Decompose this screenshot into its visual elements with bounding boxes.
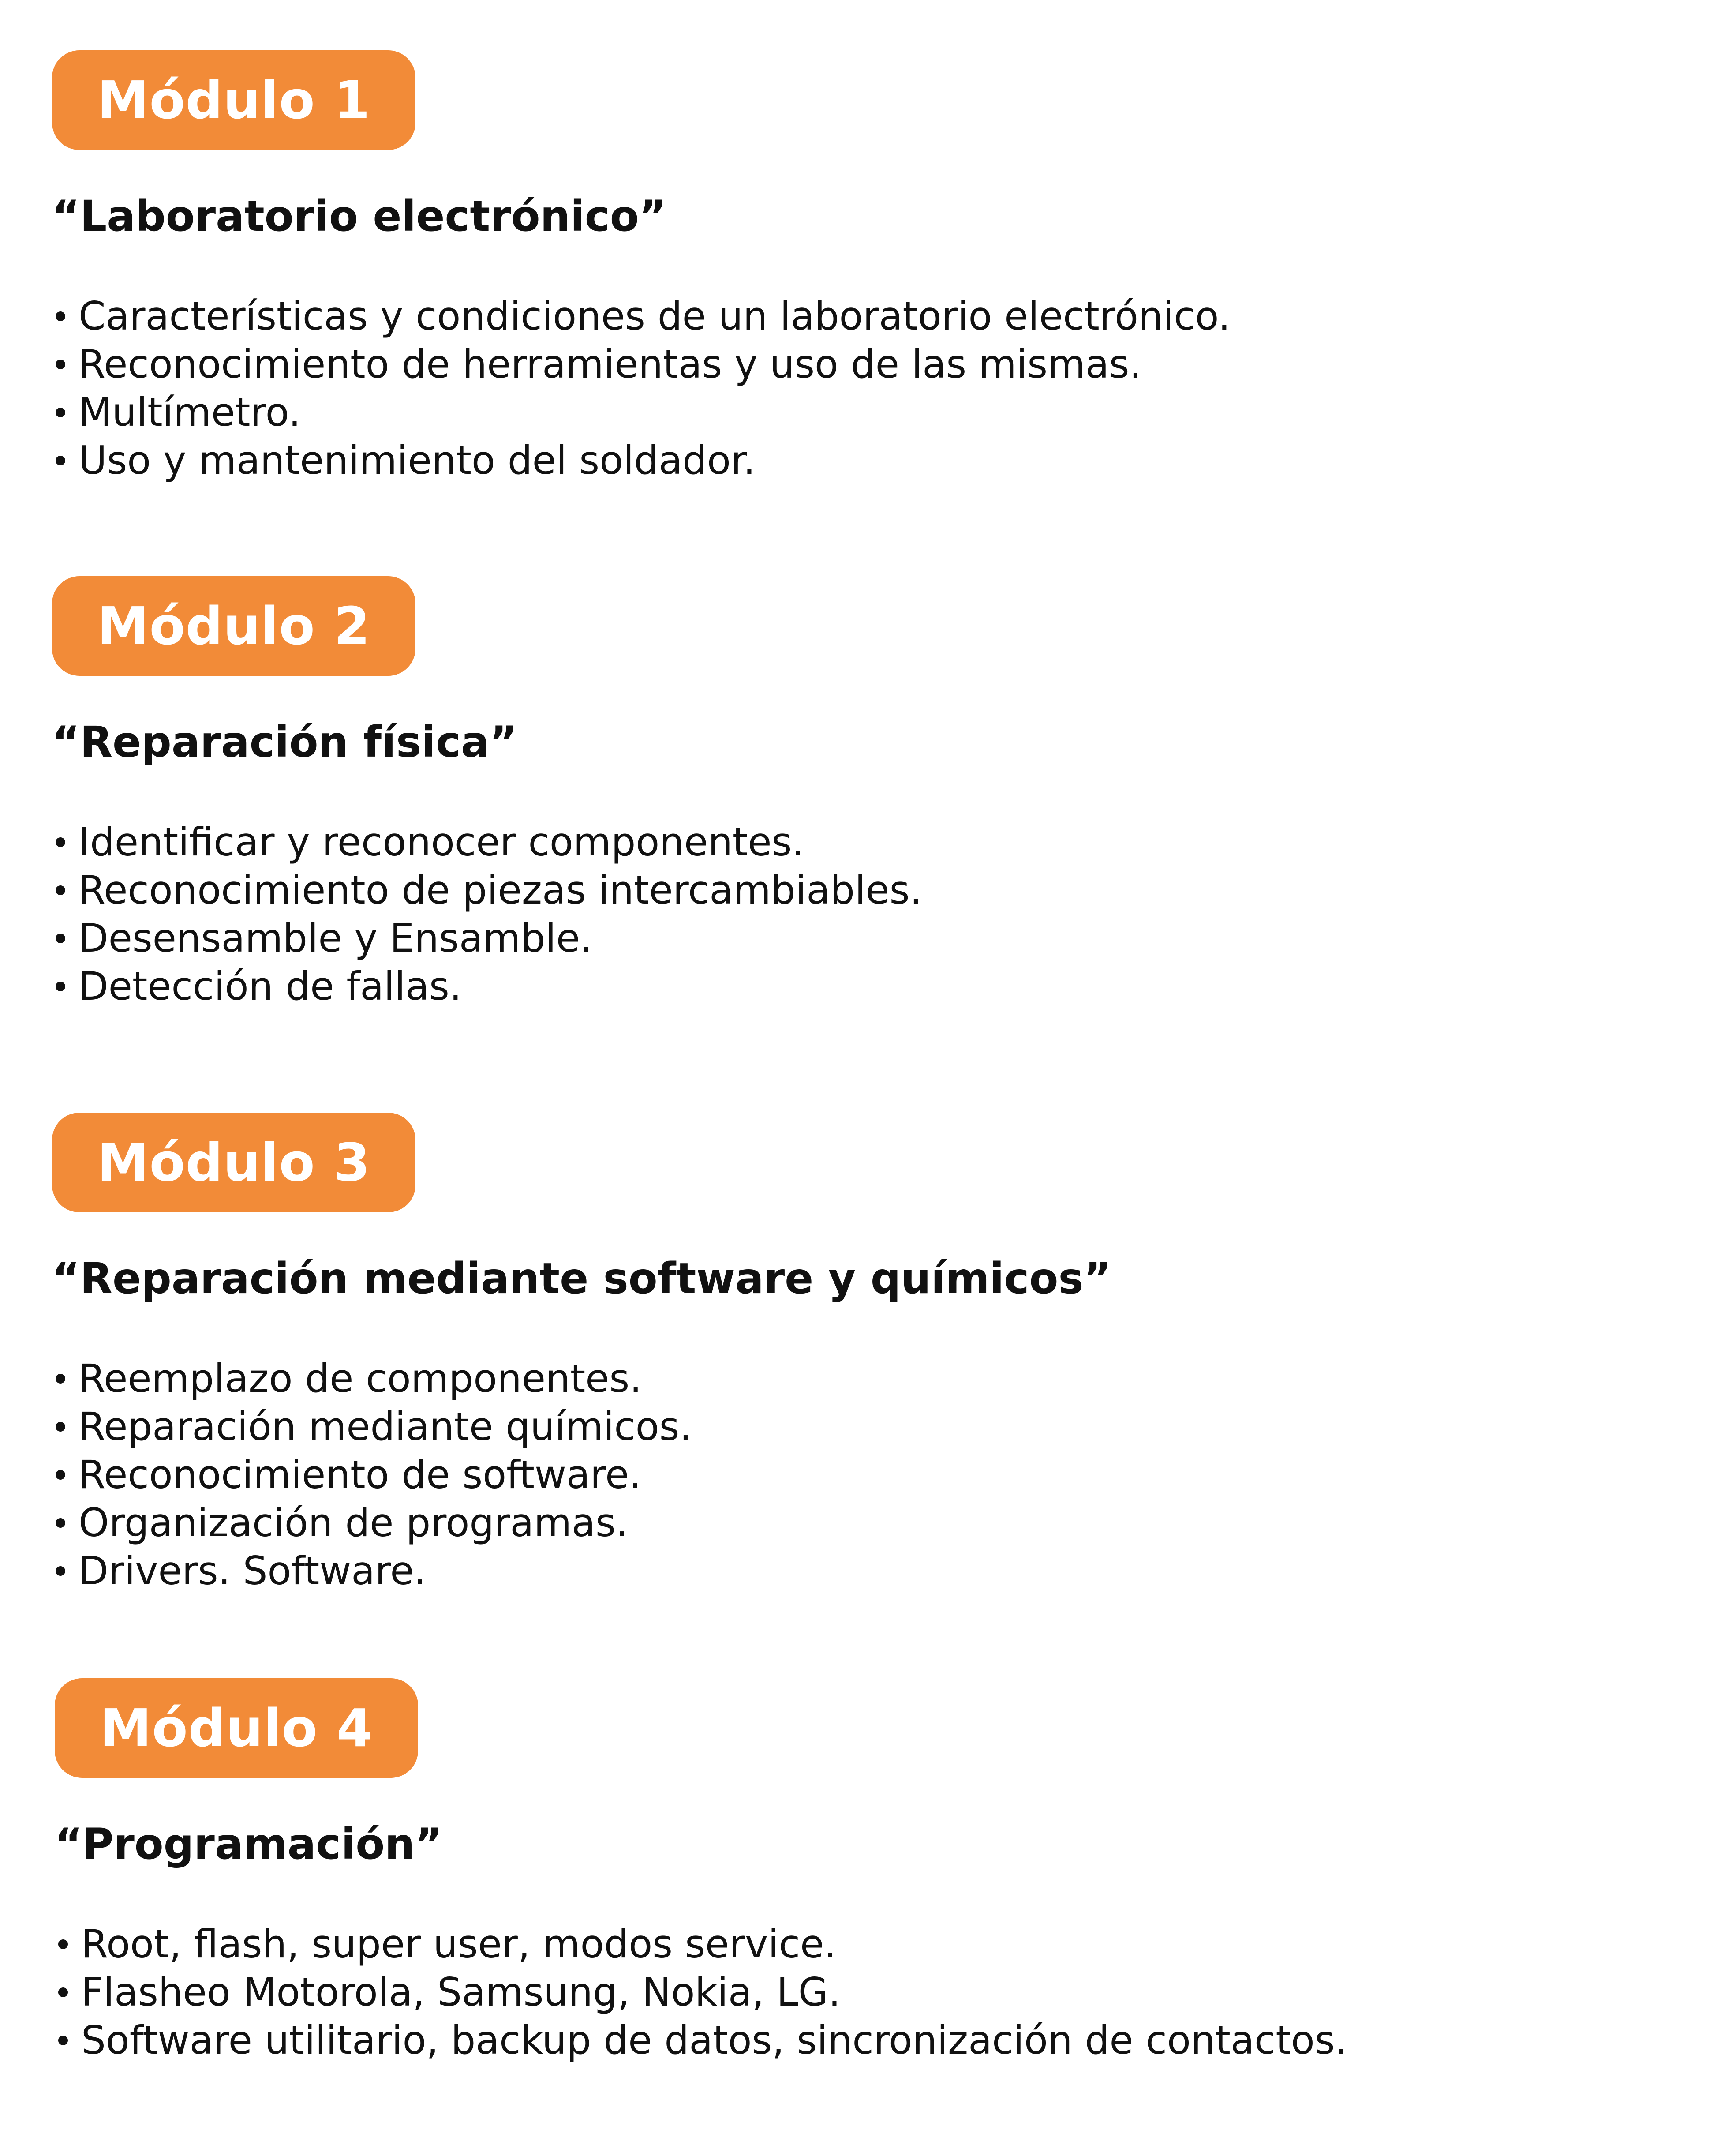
module-3: Módulo 3 “Reparación mediante software y…: [52, 1113, 1684, 1595]
list-item: Root, flash, super user, modos service.: [55, 1920, 1687, 1968]
module-badge: Módulo 3: [52, 1113, 415, 1212]
list-item-text: Root, flash, super user, modos service.: [81, 1921, 837, 1967]
list-item-text: Desensamble y Ensamble.: [79, 915, 592, 961]
list-item-text: Características y condiciones de un labo…: [79, 293, 1231, 339]
module-badge: Módulo 2: [52, 576, 415, 676]
list-item: Uso y mantenimiento del soldador.: [52, 436, 1684, 484]
bullet-icon: [56, 311, 65, 321]
bullet-icon: [56, 1566, 65, 1576]
list-item: Reconocimiento de herramientas y uso de …: [52, 340, 1684, 388]
list-item: Detección de fallas.: [52, 962, 1684, 1010]
list-item: Características y condiciones de un labo…: [52, 292, 1684, 340]
bullet-icon: [56, 1373, 65, 1384]
module-1: Módulo 1 “Laboratorio electrónico” Carac…: [52, 50, 1684, 484]
module-4: Módulo 4 “Programación” Root, flash, sup…: [55, 1678, 1687, 2064]
list-item-text: Drivers. Software.: [79, 1548, 427, 1594]
list-item: Identificar y reconocer componentes.: [52, 818, 1684, 866]
list-item-text: Flasheo Motorola, Samsung, Nokia, LG.: [81, 1969, 841, 2015]
bullet-icon: [56, 455, 65, 465]
list-item: Reemplazo de componentes.: [52, 1354, 1684, 1402]
list-item: Drivers. Software.: [52, 1547, 1684, 1595]
list-item-text: Identificar y reconocer componentes.: [79, 819, 804, 865]
bullet-icon: [56, 407, 65, 417]
module-title: “Programación”: [55, 1819, 443, 1869]
list-item: Desensamble y Ensamble.: [52, 914, 1684, 962]
module-badge: Módulo 4: [55, 1678, 418, 1778]
list-item: Reconocimiento de software.: [52, 1451, 1684, 1499]
bullet-icon: [56, 359, 65, 369]
list-item-text: Reconocimiento de software.: [79, 1452, 642, 1497]
bullet-icon: [56, 981, 65, 991]
bullet-icon: [58, 1987, 68, 1997]
list-item-text: Reconocimiento de herramientas y uso de …: [79, 341, 1142, 387]
module-item-list: Características y condiciones de un labo…: [52, 292, 1684, 484]
list-item: Flasheo Motorola, Samsung, Nokia, LG.: [55, 1968, 1687, 2016]
module-title: “Reparación mediante software y químicos…: [52, 1254, 1111, 1303]
bullet-icon: [58, 2035, 68, 2045]
list-item-text: Reemplazo de componentes.: [79, 1356, 642, 1401]
bullet-icon: [56, 885, 65, 895]
list-item: Reparación mediante químicos.: [52, 1402, 1684, 1451]
list-item: Organización de programas.: [52, 1499, 1684, 1547]
bullet-icon: [56, 837, 65, 847]
list-item-text: Reparación mediante químicos.: [79, 1404, 692, 1449]
module-item-list: Reemplazo de componentes. Reparación med…: [52, 1354, 1684, 1595]
module-title: “Laboratorio electrónico”: [52, 191, 667, 241]
bullet-icon: [56, 933, 65, 943]
bullet-icon: [58, 1939, 68, 1949]
module-2: Módulo 2 “Reparación física” Identificar…: [52, 576, 1684, 1010]
list-item-text: Organización de programas.: [79, 1500, 628, 1545]
list-item: Software utilitario, backup de datos, si…: [55, 2016, 1687, 2064]
list-item-text: Detección de fallas.: [79, 964, 462, 1009]
list-item: Reconocimiento de piezas intercambiables…: [52, 866, 1684, 914]
bullet-icon: [56, 1518, 65, 1528]
list-item-text: Multímetro.: [79, 390, 301, 435]
bullet-icon: [56, 1470, 65, 1480]
list-item-text: Uso y mantenimiento del soldador.: [79, 438, 756, 483]
list-item-text: Software utilitario, backup de datos, si…: [81, 2017, 1347, 2063]
list-item: Multímetro.: [52, 388, 1684, 436]
module-item-list: Identificar y reconocer componentes. Rec…: [52, 818, 1684, 1010]
module-badge: Módulo 1: [52, 50, 415, 150]
bullet-icon: [56, 1421, 65, 1432]
module-item-list: Root, flash, super user, modos service. …: [55, 1920, 1687, 2064]
module-title: “Reparación física”: [52, 717, 517, 767]
list-item-text: Reconocimiento de piezas intercambiables…: [79, 867, 922, 913]
